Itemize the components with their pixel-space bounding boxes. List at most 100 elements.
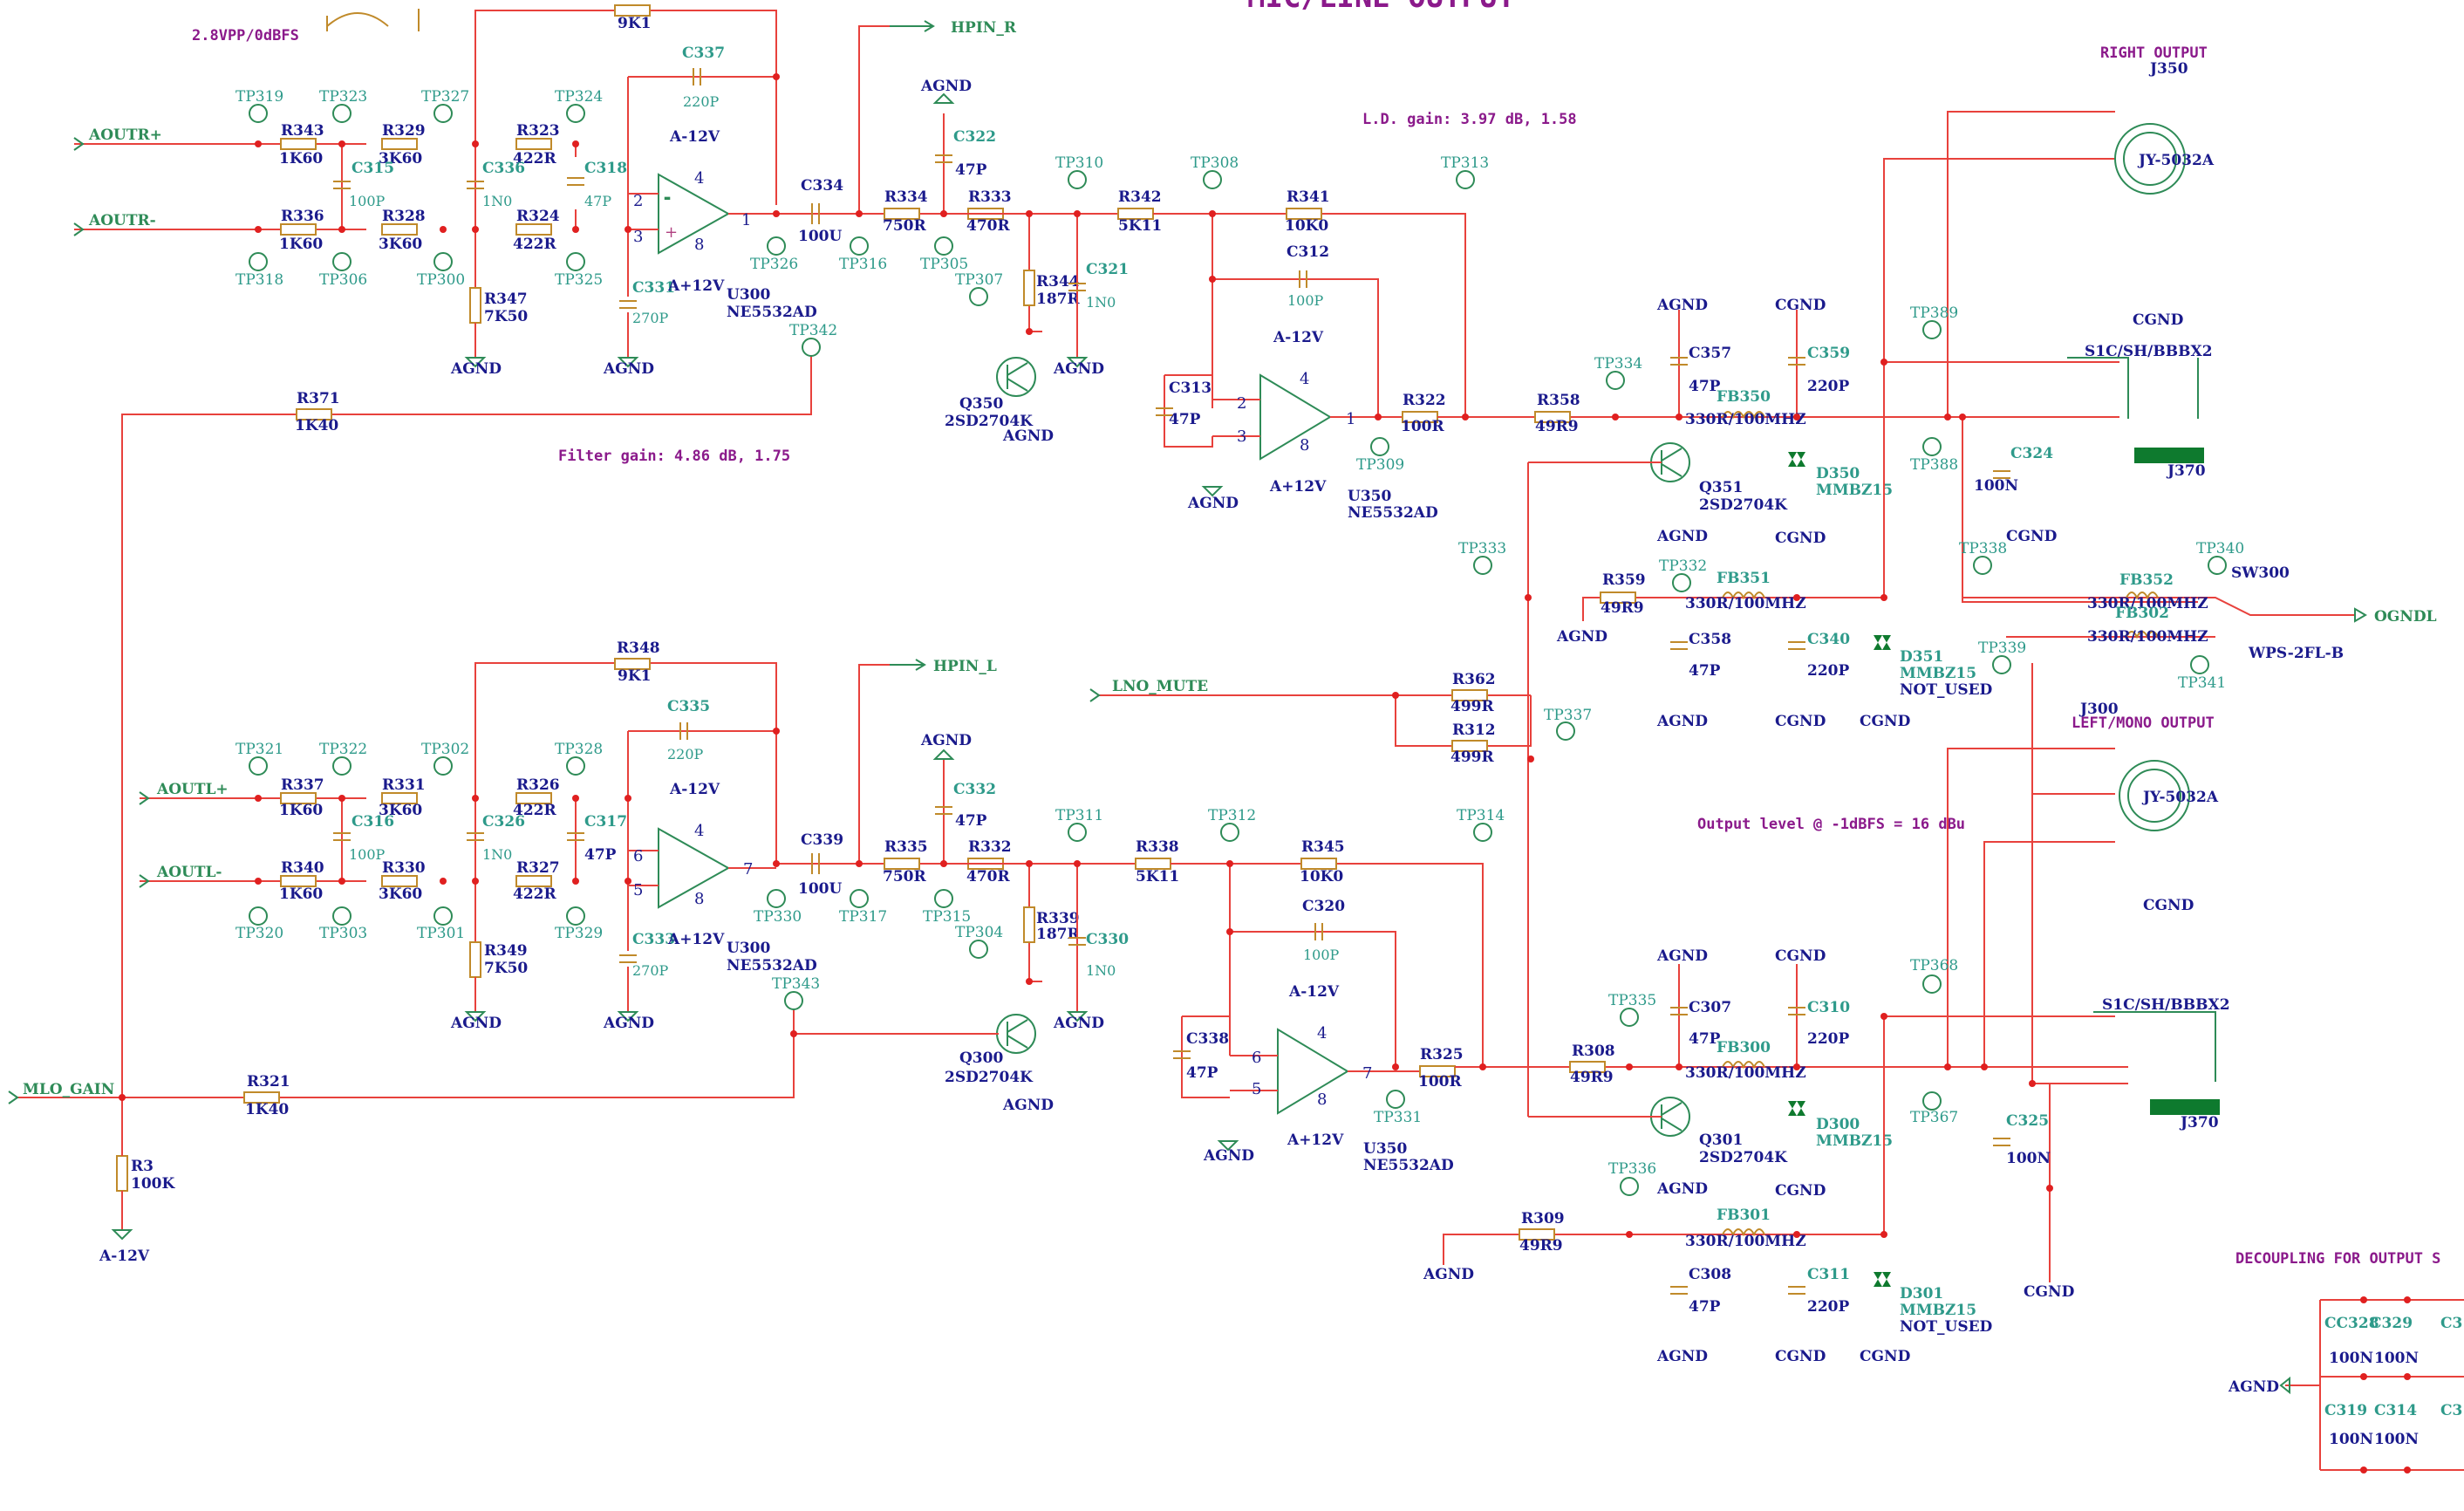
agnd-symbol-1 xyxy=(464,357,487,368)
test-point-marker xyxy=(1922,974,1942,994)
junction-dot xyxy=(2046,1185,2053,1192)
value-c359: 220P xyxy=(1807,378,1849,395)
tp368-label: TP368 xyxy=(1910,957,1958,974)
agnd-label-4: AGND xyxy=(1053,360,1104,378)
label-c325: C325 xyxy=(2006,1112,2049,1130)
tp333-label: TP333 xyxy=(1458,540,1506,557)
pin-number: 8 xyxy=(1300,436,1309,455)
input-wires-r xyxy=(74,143,366,230)
tp313-label: TP313 xyxy=(1441,154,1489,172)
value-fb301: 330R/100MHZ xyxy=(1685,1233,1806,1250)
value-c358: 47P xyxy=(1689,662,1721,680)
resistor-r348-bottom xyxy=(614,658,651,670)
input-ports-l xyxy=(139,791,150,888)
label-c337: C337 xyxy=(682,44,725,62)
capacitor-c310 xyxy=(1788,1007,1805,1015)
capacitor-c357 xyxy=(1670,357,1688,366)
label-r336: R336 xyxy=(281,208,324,225)
hpin-l-port xyxy=(890,659,926,671)
note-output-level: Output level @ -1dBFS = 16 dBu xyxy=(1697,816,1965,833)
label-r334: R334 xyxy=(884,188,928,206)
part-q350: 2SD2704K xyxy=(945,413,1034,430)
tp367-label: TP367 xyxy=(1910,1109,1958,1126)
test-point-marker xyxy=(433,252,453,271)
value-r322: 100R xyxy=(1401,418,1444,435)
resistor-r337 xyxy=(280,792,317,804)
test-point-marker xyxy=(1203,170,1222,189)
label-r329: R329 xyxy=(382,122,426,140)
value-r335: 750R xyxy=(883,868,926,885)
test-point-marker xyxy=(433,906,453,926)
junction-dot xyxy=(1793,1063,1800,1070)
test-point-marker xyxy=(1992,655,2011,674)
opamp-u350-wires xyxy=(1164,374,1430,448)
resistor-r323 xyxy=(515,138,552,150)
resistor-r348-top xyxy=(614,4,651,17)
tp334-label: TP334 xyxy=(1594,355,1642,373)
junction-dot xyxy=(572,140,579,147)
pin-number: 4 xyxy=(694,822,704,840)
tp311-label: TP311 xyxy=(1055,807,1103,824)
resistor-r371 xyxy=(296,408,332,420)
junction-dot xyxy=(625,795,631,802)
test-point-marker xyxy=(332,252,352,271)
test-point-marker xyxy=(1922,1091,1942,1111)
resistor-r324 xyxy=(515,223,552,236)
test-point-marker xyxy=(249,756,268,776)
header-symbol xyxy=(326,9,420,31)
junction-dot xyxy=(338,226,345,233)
jack-j370-top xyxy=(2067,357,2199,419)
resistor-r339 xyxy=(1023,906,1035,943)
sw300-wires xyxy=(1962,597,2355,638)
capacitor-c322 xyxy=(935,154,952,163)
pin-number: 8 xyxy=(694,236,704,254)
value-r341: 10K0 xyxy=(1285,217,1328,235)
part-u300: NE5532AD xyxy=(727,304,817,321)
value-c329: 100N xyxy=(2374,1350,2419,1367)
value-c320: 100P xyxy=(1303,947,1340,963)
label-c312: C312 xyxy=(1287,243,1329,261)
junction-dot xyxy=(255,140,262,147)
tp320-label: TP320 xyxy=(235,925,283,942)
tp306-label: TP306 xyxy=(319,271,367,289)
label-j300: J300 xyxy=(2078,701,2119,718)
label-c320: C320 xyxy=(1302,898,1345,915)
agnd-symbol-2 xyxy=(617,357,639,368)
pin-number: 4 xyxy=(694,169,704,188)
label-u300b: U300 xyxy=(727,940,770,957)
value-c338: 47P xyxy=(1186,1064,1218,1082)
supply-pos-u300: A+12V xyxy=(667,277,725,295)
label-c335: C335 xyxy=(667,698,710,715)
opamp-u350-top xyxy=(1259,373,1332,461)
value-c318: 47P xyxy=(584,193,611,209)
label-d300: D300 xyxy=(1816,1116,1860,1133)
label-c319: C319 xyxy=(2324,1402,2367,1419)
net-ogndl: OGNDL xyxy=(2374,608,2437,626)
pin-number: 8 xyxy=(694,890,704,908)
decoupling-wires xyxy=(2285,1299,2464,1471)
value-r330: 3K60 xyxy=(379,885,422,903)
label-sw300: SW300 xyxy=(2231,564,2290,582)
label-j350: J350 xyxy=(2148,60,2188,78)
value-c312: 100P xyxy=(1287,292,1324,309)
transistor-q350 xyxy=(996,357,1036,397)
cgnd-label-c311: CGND xyxy=(1775,1348,1826,1365)
net-aoutl-minus: AOUTL- xyxy=(156,864,222,881)
right-channel: AOUTR+ AOUTR- R343 1K60 R329 3K60 R323 4… xyxy=(73,4,2437,1117)
tp343-label: TP343 xyxy=(772,975,820,993)
test-point-marker xyxy=(969,940,988,959)
test-point-marker xyxy=(1456,170,1475,189)
connector-wires-r xyxy=(1883,111,2198,603)
agnd-label-q301: AGND xyxy=(1656,1180,1708,1198)
value-r339: 187R xyxy=(1036,926,1080,943)
ferrite-fb350 xyxy=(1722,411,1765,420)
test-point-marker xyxy=(1620,1177,1639,1196)
capacitor-c324 xyxy=(1993,470,2010,479)
value-r323: 422R xyxy=(513,150,556,168)
test-point-marker xyxy=(433,756,453,776)
value-c324: 100N xyxy=(1974,477,2018,495)
junction-dot xyxy=(1676,1063,1682,1070)
agnd-up-2 xyxy=(932,749,955,760)
tp318-label: TP318 xyxy=(235,271,283,289)
test-point-marker xyxy=(969,287,988,306)
